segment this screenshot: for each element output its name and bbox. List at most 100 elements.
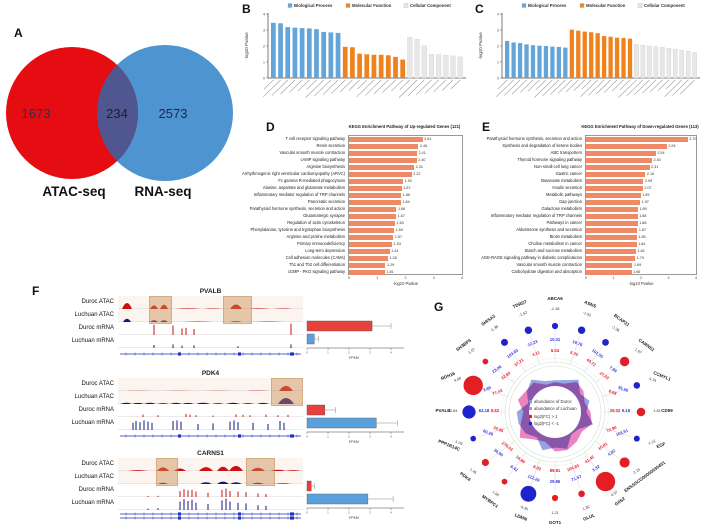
pathway-bar [586, 214, 638, 219]
signal-spike [221, 500, 223, 510]
signal-track [118, 420, 303, 430]
pathway-value: 2.41 [418, 151, 426, 156]
pathway-bar [349, 151, 418, 156]
fpkm-tick-label: 0 [306, 351, 308, 355]
fpkm-tick-label: 2 [348, 351, 350, 355]
pathway-row: 1.79 [586, 255, 696, 262]
gene-name-label: GLUL [582, 512, 595, 521]
signal-spike [257, 505, 259, 510]
signal-peaks [118, 303, 303, 309]
pathway-value: 2.07 [644, 186, 652, 191]
gene-log2fc-value: -1.31 [648, 376, 658, 383]
pathway-bar [586, 158, 652, 163]
spoke-line [507, 347, 526, 372]
duroc-abundance-value: 63.18 [479, 408, 490, 413]
luchuan-abundance-value: 5.70 [569, 350, 579, 358]
signal-spike [189, 414, 191, 417]
gene-name-label: G0S2 [614, 496, 627, 507]
y-tick-label: 2 [497, 44, 499, 48]
legend-label: Molecular Function [352, 3, 392, 8]
signal-track [118, 309, 303, 322]
legend-swatch [579, 3, 585, 8]
signal-spike [265, 414, 267, 417]
pathway-bar [349, 179, 404, 184]
x-tick-label-stub [580, 79, 598, 97]
legend-dot [528, 421, 533, 426]
x-tick-label-stub [407, 79, 425, 97]
highlight-region [271, 378, 303, 406]
track-label: Duroc ATAC [81, 461, 114, 467]
fpkm-tick-label: 4 [390, 351, 392, 355]
x-tick-label-stub [288, 79, 303, 93]
x-tick-label-stub [649, 79, 663, 93]
pathway-row: 3.70 [586, 136, 696, 143]
gene-log2fc-value: 1.07 [468, 347, 476, 355]
track-label: Luchuan ATAC [74, 394, 114, 400]
highlight-region [156, 458, 178, 486]
signal-track [118, 498, 303, 510]
x-tick-label-stub [263, 79, 281, 97]
exon-block [290, 352, 294, 356]
go-bar [589, 32, 594, 78]
pathway-label: ABC transporters [550, 150, 582, 155]
pathway-label: cGMP - PKG signaling pathway [287, 269, 345, 274]
gene-model-track [120, 434, 301, 438]
gene-log2fc-value: -1.18 [551, 307, 560, 311]
x-tick-label-stub [557, 79, 572, 94]
x-tick-label-stub [496, 79, 514, 97]
pathway-bar [349, 263, 386, 268]
duroc-abundance-value: 35.36 [617, 384, 629, 393]
duroc-abundance-value: 16.76 [572, 339, 584, 348]
signal-spike [187, 501, 189, 510]
pathway-bar [349, 165, 415, 170]
gene-fc-dot [501, 338, 508, 346]
signal-spike [179, 491, 181, 497]
pathway-row: 1.92 [349, 178, 462, 185]
go-bar [537, 45, 542, 78]
gene-fc-dot [578, 490, 585, 498]
signal-spike [267, 424, 269, 430]
pathway-value: 2.40 [418, 158, 426, 163]
duroc-abundance-value: 9.18 [622, 408, 631, 413]
x-tick-label-stub [565, 79, 579, 93]
gene-log2fc-value: 1.30 [582, 505, 590, 512]
x-tick-label-stub [497, 79, 508, 90]
x-tick-label-stub [424, 79, 439, 94]
x-tick-label-stub [390, 79, 403, 92]
luchuan-abundance-value: 37.21 [513, 357, 525, 368]
fpkm-tick-label: 4 [390, 511, 392, 515]
x-tick-label-stub [399, 79, 411, 90]
fpkm-bar-luchuan [306, 417, 377, 429]
gene-fc-dot [619, 457, 630, 468]
pathway-bar [586, 137, 688, 142]
x-tick-label-stub [596, 79, 611, 95]
signal-spike [176, 420, 178, 430]
signal-spike [283, 422, 285, 430]
pathway-bar [586, 151, 656, 156]
track-label: Luchuan mRNA [71, 500, 114, 506]
luchuan-abundance-value: 32.85 [493, 425, 505, 434]
pathway-label: Thyroid hormone signaling pathway [517, 157, 582, 162]
pathway-bar [586, 186, 643, 191]
pathway-value: 1.57 [394, 235, 403, 240]
gene-fc-dot [619, 356, 630, 367]
go-bar [328, 32, 334, 78]
x-tick-label-stub [382, 79, 396, 93]
pathway-label: Galactose metabolism [541, 206, 583, 211]
x-tick-label-stub [634, 79, 650, 95]
x-tick-label-stub [619, 79, 631, 90]
pathway-value: 1.79 [636, 256, 644, 261]
gene-name-label: ENSSSCG00000030451 [623, 460, 666, 494]
pathway-row: 1.87 [586, 227, 696, 234]
pathway-value: 1.84 [638, 242, 646, 247]
x-tick-label-stub [297, 79, 310, 92]
x-tick-label: 4 [695, 276, 697, 280]
go-bar [653, 46, 659, 79]
pathway-value: 2.94 [668, 144, 676, 149]
luchuan-abundance-value: 15.81 [597, 441, 609, 452]
x-tick-label-stub [271, 79, 288, 96]
pathway-row: 1.60 [349, 227, 462, 234]
